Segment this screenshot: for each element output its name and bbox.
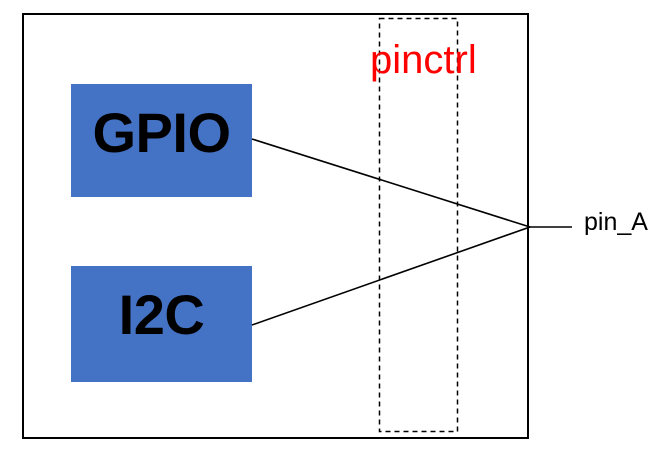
gpio-block-label: GPIO xyxy=(92,101,231,164)
gpio-to-pin-line xyxy=(251,138,531,228)
pinctrl-dashed-region xyxy=(378,17,459,433)
pinctrl-region-label: pinctrl xyxy=(370,38,477,82)
i2c-block[interactable] xyxy=(71,266,252,382)
i2c-to-pin-line xyxy=(251,226,531,326)
gpio-block[interactable] xyxy=(71,84,252,197)
pin-a-label: pin_A xyxy=(584,208,648,236)
i2c-block-label: I2C xyxy=(118,283,205,346)
